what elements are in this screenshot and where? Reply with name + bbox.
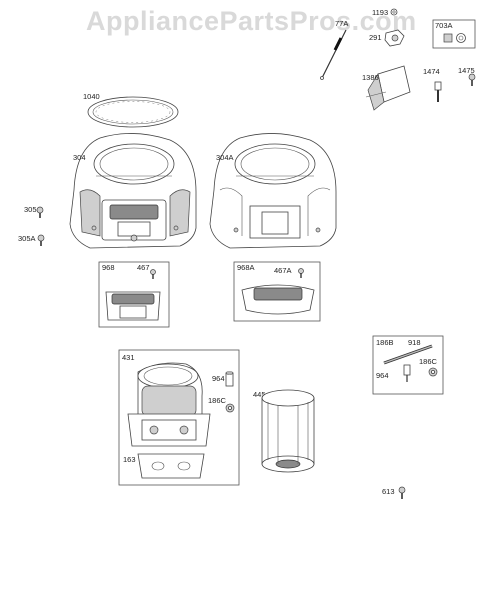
label-703a[interactable]: 703A xyxy=(435,21,453,30)
part-445-air-filter[interactable] xyxy=(261,389,315,473)
box-703a xyxy=(432,19,476,49)
label-1193[interactable]: 1193 xyxy=(372,8,388,17)
part-77a-rod[interactable] xyxy=(320,29,347,80)
part-186c-nut-b[interactable] xyxy=(428,367,438,377)
part-964-spacer[interactable] xyxy=(225,371,234,387)
label-1474[interactable]: 1474 xyxy=(423,67,440,76)
box-431 xyxy=(118,349,240,486)
label-77a[interactable]: 77A xyxy=(335,19,348,28)
label-467a[interactable]: 467A xyxy=(274,266,292,275)
part-304a-blower-housing[interactable] xyxy=(209,133,337,249)
label-304a[interactable]: 304A xyxy=(216,153,234,162)
label-445[interactable]: 445 xyxy=(253,390,266,399)
part-1386-shield[interactable] xyxy=(365,65,411,111)
label-968[interactable]: 968 xyxy=(102,263,115,272)
label-163[interactable]: 163 xyxy=(123,455,136,464)
part-304-blower-housing[interactable] xyxy=(69,133,197,249)
box-968 xyxy=(98,261,170,328)
part-1193-nut[interactable] xyxy=(390,8,398,16)
label-1040[interactable]: 1040 xyxy=(83,92,100,101)
label-968a[interactable]: 968A xyxy=(237,263,255,272)
part-291-bracket[interactable] xyxy=(384,29,405,47)
label-1475[interactable]: 1475 xyxy=(458,66,475,75)
part-703a-clip[interactable] xyxy=(443,33,466,43)
part-613-screw[interactable] xyxy=(398,486,406,499)
part-163-gasket[interactable] xyxy=(137,453,205,479)
label-467[interactable]: 467 xyxy=(137,263,150,272)
part-431-air-cleaner-base[interactable] xyxy=(127,362,211,447)
watermark-text: AppliancePartsPros.com xyxy=(86,6,417,36)
label-964[interactable]: 964 xyxy=(212,374,225,383)
part-964-spacer-b[interactable] xyxy=(403,364,411,382)
part-968a-cover[interactable] xyxy=(241,284,315,315)
part-467-screw[interactable] xyxy=(150,269,156,280)
label-304[interactable]: 304 xyxy=(73,153,86,162)
part-1474-stud[interactable] xyxy=(434,81,442,102)
part-305a-screw[interactable] xyxy=(37,234,45,246)
label-186c-b[interactable]: 186C xyxy=(419,357,438,366)
label-305a[interactable]: 305A xyxy=(18,234,36,243)
part-918-rod[interactable] xyxy=(383,344,433,365)
label-613[interactable]: 613 xyxy=(382,487,395,496)
label-431[interactable]: 431 xyxy=(122,353,135,362)
label-305[interactable]: 305 xyxy=(24,205,37,214)
label-1386[interactable]: 1386 xyxy=(362,73,379,82)
box-186b xyxy=(372,335,444,395)
label-291[interactable]: 291 xyxy=(369,33,382,42)
part-1475-screw[interactable] xyxy=(468,73,476,86)
label-186c[interactable]: 186C xyxy=(208,396,227,405)
part-968-cover[interactable] xyxy=(105,291,161,321)
box-968a xyxy=(233,261,321,322)
part-467a-screw[interactable] xyxy=(298,268,304,279)
part-305-screw[interactable] xyxy=(36,206,44,218)
part-186c-nut[interactable] xyxy=(225,403,235,413)
label-964-b[interactable]: 964 xyxy=(376,371,389,380)
label-186b[interactable]: 186B xyxy=(376,338,394,347)
label-918[interactable]: 918 xyxy=(408,338,421,347)
part-1040-screen-ring[interactable] xyxy=(87,96,179,128)
